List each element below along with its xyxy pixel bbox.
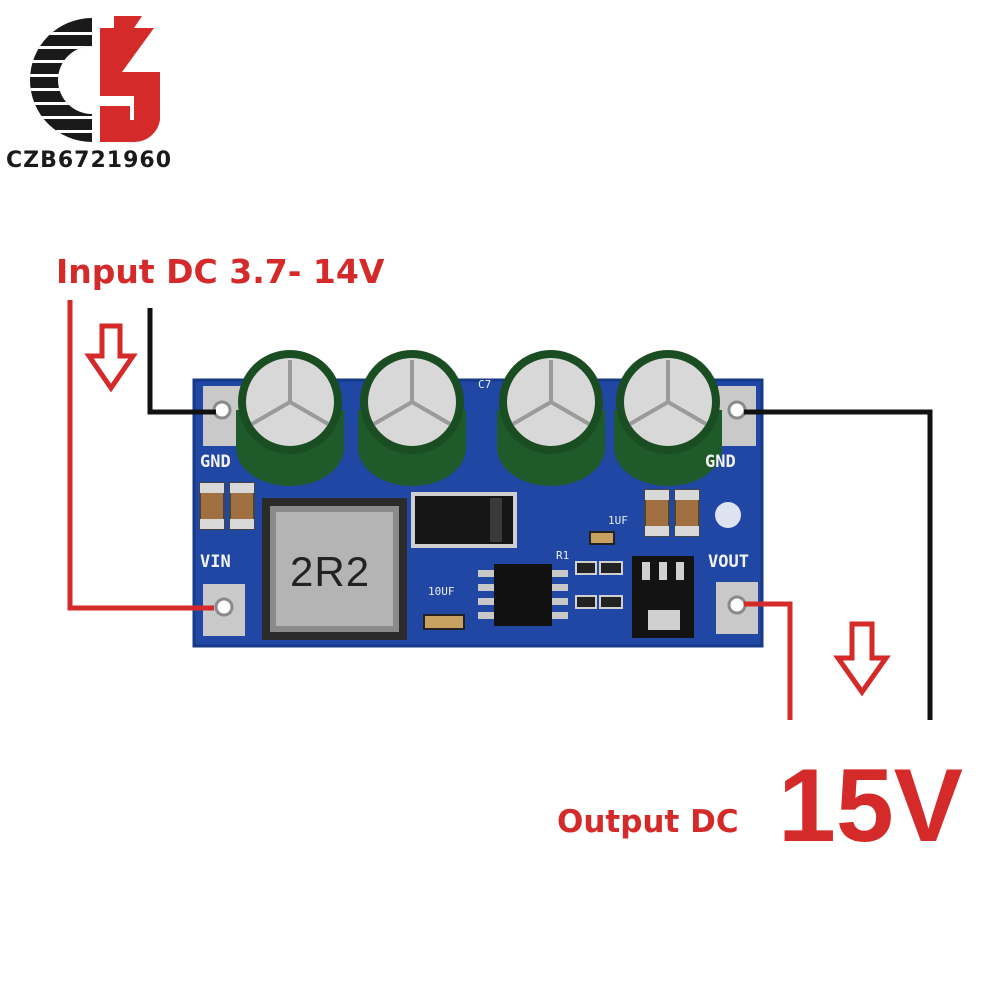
input-arrow-icon (84, 323, 138, 393)
capacitor-3 (497, 350, 605, 486)
output-ground-wire (744, 409, 933, 720)
input-positive-wire (67, 300, 214, 611)
mounting-hole (715, 502, 741, 528)
capacitor-1 (236, 350, 344, 486)
capacitor-4 (614, 350, 722, 486)
output-label: Output DC (557, 804, 739, 840)
output-voltage-value: 15V (778, 748, 964, 864)
silk-c7: C7 (478, 378, 492, 391)
output-positive-wire (744, 601, 793, 720)
brand-logo (29, 16, 160, 143)
input-ground-wire (147, 308, 216, 415)
pcb-label-gnd-right: GND (705, 452, 736, 472)
controller-ic (494, 564, 552, 626)
output-arrow-icon (833, 621, 891, 697)
inductor-marking: 2R2 (290, 548, 371, 595)
input-voltage-label: Input DC 3.7- 14V (56, 252, 385, 291)
silk-10uf: 10UF (428, 585, 455, 598)
brand-logo-text: CZB6721960 (6, 148, 173, 173)
pcb-label-vout: VOUT (708, 552, 749, 572)
silk-r1: R1 (556, 549, 570, 562)
capacitor-2 (358, 350, 466, 486)
pcb-label-vin: VIN (200, 552, 231, 572)
silk-1uf: 1UF (608, 514, 628, 527)
pcb-label-gnd-left: GND (200, 452, 231, 472)
